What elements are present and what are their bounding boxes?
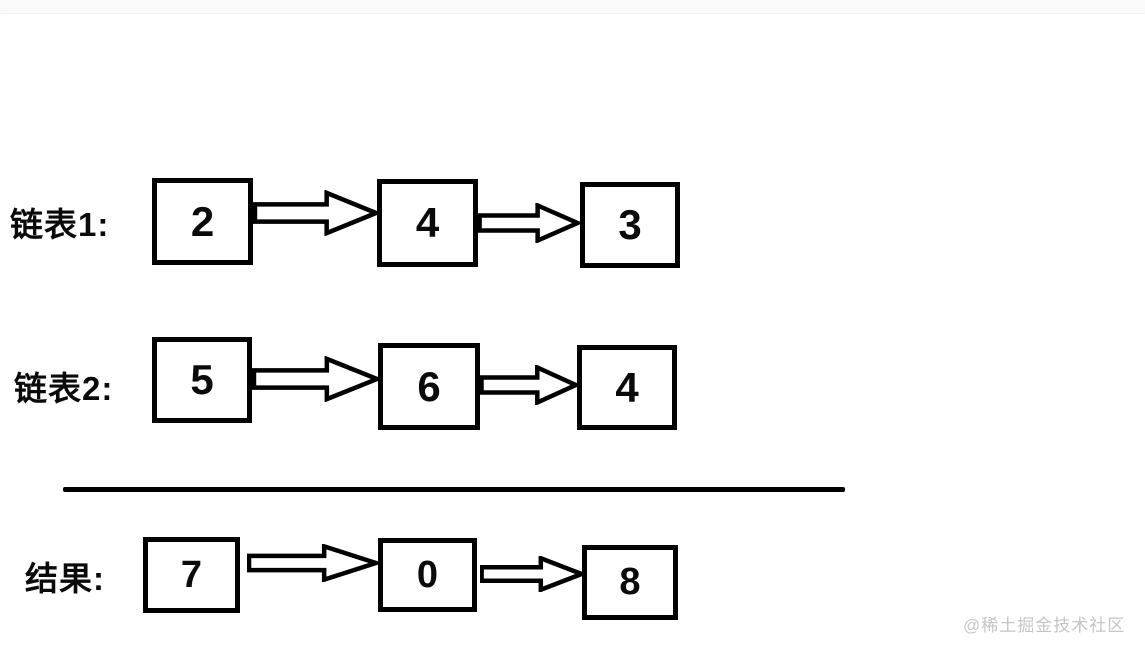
arrow-right-icon xyxy=(253,190,379,236)
arrow-right-icon xyxy=(480,556,584,592)
result-label: 结果: xyxy=(25,560,105,597)
divider-line xyxy=(63,487,845,492)
node-value: 6 xyxy=(417,362,441,410)
node-value: 8 xyxy=(619,561,641,603)
list1-node-1: 2 xyxy=(152,178,253,265)
node-value: 5 xyxy=(190,356,214,403)
node-value: 4 xyxy=(615,363,639,411)
page-top-band xyxy=(0,0,1145,14)
arrow-right-icon xyxy=(478,203,580,243)
result-node-1: 7 xyxy=(143,537,240,613)
node-value: 3 xyxy=(618,201,642,248)
arrow-right-icon xyxy=(480,365,578,405)
list1-node-3: 3 xyxy=(580,182,680,268)
node-value: 7 xyxy=(180,553,203,596)
list2-node-3: 4 xyxy=(577,345,677,430)
node-value: 2 xyxy=(190,197,215,245)
arrow-right-icon xyxy=(252,356,380,402)
node-value: 4 xyxy=(415,199,440,246)
list2-node-1: 5 xyxy=(152,337,252,423)
watermark: @稀土掘金技术社区 xyxy=(963,616,1126,635)
node-value: 0 xyxy=(416,553,439,596)
result-node-3: 8 xyxy=(582,545,678,620)
list2-node-2: 6 xyxy=(378,343,480,430)
arrow-right-icon xyxy=(247,544,379,582)
list1-node-2: 4 xyxy=(377,179,478,267)
list1-label: 链表1: xyxy=(10,206,110,243)
result-node-2: 0 xyxy=(378,538,477,612)
list2-label: 链表2: xyxy=(14,370,114,407)
